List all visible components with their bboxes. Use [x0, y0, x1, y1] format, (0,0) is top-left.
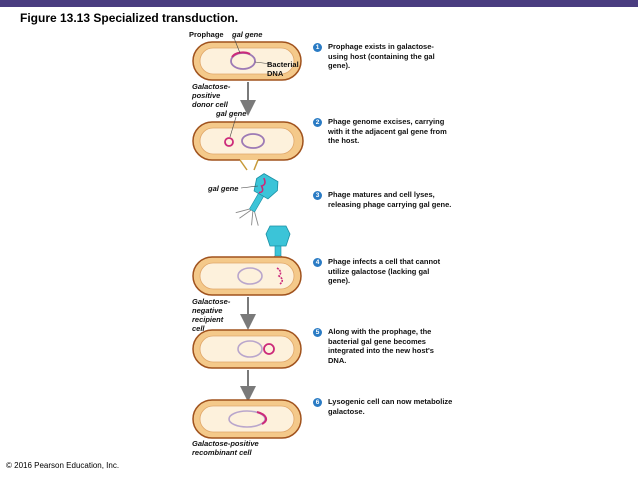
step-badge-2: 2	[313, 118, 322, 127]
step-text-6: Lysogenic cell can now metabolize galact…	[328, 397, 453, 416]
copyright: © 2016 Pearson Education, Inc.	[6, 461, 120, 470]
label-gal-gene-3: gal gene	[208, 184, 239, 193]
donor-cell	[192, 37, 302, 81]
label-prophage: Prophage	[189, 30, 224, 39]
label-gal-gene-2: gal gene	[216, 109, 247, 118]
recipient-cell	[192, 256, 302, 296]
step-badge-5: 5	[313, 328, 322, 337]
excising-cell	[192, 116, 304, 171]
label-recombinant-cell: Galactose-positive recombinant cell	[192, 439, 259, 457]
step-text-4: Phage infects a cell that cannot utilize…	[328, 257, 441, 285]
label-bacterial-dna: Bacterial DNA	[267, 60, 299, 78]
top-accent-bar	[0, 0, 638, 7]
label-recipient-cell: Galactose-negative recipient cell	[192, 297, 231, 333]
step-badge-4: 4	[313, 258, 322, 267]
step-text-3: Phage matures and cell lyses, releasing …	[328, 190, 452, 209]
step-text-1: Prophage exists in galactose-using host …	[328, 42, 435, 70]
step-badge-3: 3	[313, 191, 322, 200]
label-donor-cell: Galactose-positive donor cell	[192, 82, 231, 109]
step-text-2: Phage genome excises, carrying with it t…	[328, 117, 447, 145]
label-gal-gene-top: gal gene	[232, 30, 263, 39]
step-text-5: Along with the prophage, the bacterial g…	[328, 327, 434, 365]
step-badge-1: 1	[313, 43, 322, 52]
figure-title: Figure 13.13 Specialized transduction.	[20, 11, 239, 25]
recombinant-cell	[192, 399, 302, 439]
step-badge-6: 6	[313, 398, 322, 407]
integrating-cell	[192, 329, 302, 369]
phage-with-gal-gene	[235, 173, 279, 226]
